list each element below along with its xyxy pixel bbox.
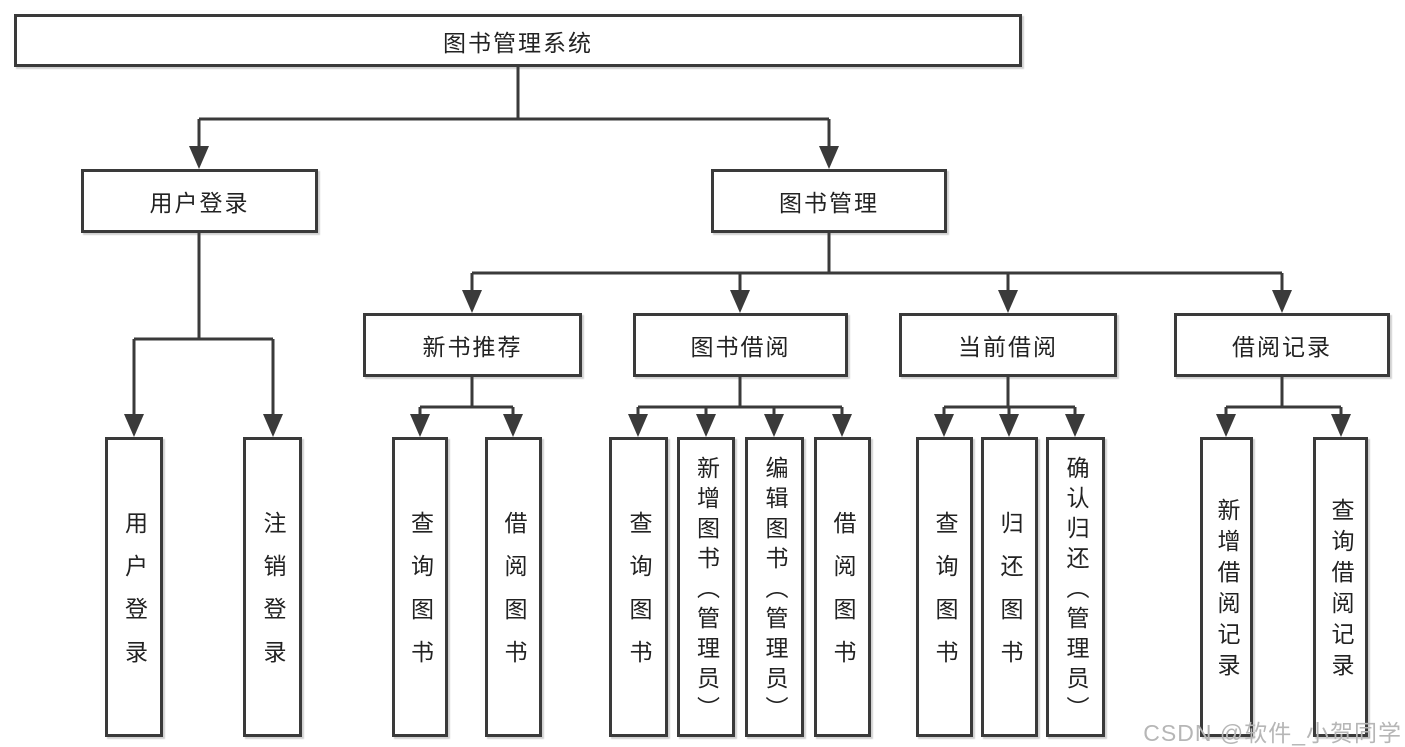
arrow-down-icon	[263, 414, 283, 437]
arrow-down-icon	[999, 414, 1019, 437]
connector-current-borrow-to-children	[942, 377, 1077, 418]
node-borrow-record: 借阅记录	[1174, 313, 1390, 377]
leaf-newbook-query: 查询图书	[392, 437, 448, 737]
node-current-borrow-label: 当前借阅	[958, 334, 1058, 360]
leaf-logout-label: 注销登录	[260, 511, 286, 683]
node-book-borrow-label: 图书借阅	[690, 334, 791, 360]
leaf-borrow-borrow: 借阅图书	[814, 437, 871, 737]
node-book-management-label: 图书管理	[779, 190, 879, 216]
leaf-borrow-add-admin-label: 新增图书（管理员）	[693, 455, 720, 726]
csdn-watermark: CSDN @软件_小贺同学	[1143, 720, 1402, 746]
arrow-down-icon	[1216, 414, 1236, 437]
leaf-borrow-add-admin: 新增图书（管理员）	[677, 437, 735, 737]
connector-borrow-record-to-children	[1224, 377, 1343, 418]
node-user-login: 用户登录	[81, 169, 318, 233]
leaf-logout: 注销登录	[243, 437, 302, 737]
connector-new-book-to-children	[418, 377, 515, 418]
leaf-user-login-label: 用户登录	[121, 511, 148, 683]
arrow-down-icon	[696, 414, 716, 437]
arrow-down-icon	[628, 414, 648, 437]
node-root-label: 图书管理系统	[443, 29, 593, 56]
arrow-down-icon	[503, 414, 523, 437]
node-borrow-record-label: 借阅记录	[1232, 334, 1332, 360]
leaf-user-login: 用户登录	[105, 437, 163, 737]
arrow-down-icon	[934, 414, 954, 437]
leaf-newbook-borrow-label: 借阅图书	[501, 511, 527, 683]
arrow-down-icon	[832, 414, 852, 437]
leaf-current-query-label: 查询图书	[932, 511, 958, 683]
leaf-current-query: 查询图书	[916, 437, 973, 737]
leaf-current-return-label: 归还图书	[997, 511, 1023, 683]
arrow-down-icon	[1065, 414, 1085, 437]
node-book-management: 图书管理	[711, 169, 947, 233]
arrow-down-icon	[1331, 414, 1351, 437]
leaf-record-query-label: 查询借阅记录	[1328, 498, 1354, 684]
leaf-record-add: 新增借阅记录	[1200, 437, 1253, 737]
arrow-down-icon	[764, 414, 784, 437]
node-root: 图书管理系统	[14, 14, 1022, 67]
leaf-current-confirm-admin-label: 确认归还（管理员）	[1063, 455, 1089, 726]
arrow-down-icon	[819, 146, 839, 169]
leaf-borrow-query-label: 查询图书	[626, 511, 652, 683]
leaf-record-add-label: 新增借阅记录	[1214, 498, 1240, 684]
leaf-current-return: 归还图书	[981, 437, 1038, 737]
leaf-newbook-borrow: 借阅图书	[485, 437, 542, 737]
node-user-login-label: 用户登录	[149, 190, 250, 216]
leaf-current-confirm-admin: 确认归还（管理员）	[1046, 437, 1105, 737]
node-new-book-recommend-label: 新书推荐	[422, 334, 523, 360]
node-new-book-recommend: 新书推荐	[363, 313, 582, 377]
arrow-down-icon	[410, 414, 430, 437]
node-current-borrow: 当前借阅	[899, 313, 1117, 377]
connector-book-borrow-to-children	[636, 377, 844, 418]
connector-root-to-level2	[197, 67, 831, 148]
leaf-borrow-edit-admin-label: 编辑图书（管理员）	[762, 455, 788, 726]
arrow-down-icon	[462, 290, 482, 313]
leaf-newbook-query-label: 查询图书	[407, 511, 434, 683]
arrow-down-icon	[189, 146, 209, 169]
arrow-down-icon	[730, 290, 750, 313]
arrow-down-icon	[1272, 290, 1292, 313]
leaf-record-query: 查询借阅记录	[1313, 437, 1368, 737]
node-book-borrow: 图书借阅	[633, 313, 848, 377]
leaf-borrow-edit-admin: 编辑图书（管理员）	[745, 437, 804, 737]
leaf-borrow-borrow-label: 借阅图书	[830, 511, 856, 683]
arrow-down-icon	[124, 414, 144, 437]
leaf-borrow-query: 查询图书	[609, 437, 668, 737]
connector-book-management-to-level3	[470, 233, 1284, 292]
arrowheads	[124, 146, 1351, 437]
arrow-down-icon	[998, 290, 1018, 313]
connector-user-login-to-children	[132, 233, 275, 416]
